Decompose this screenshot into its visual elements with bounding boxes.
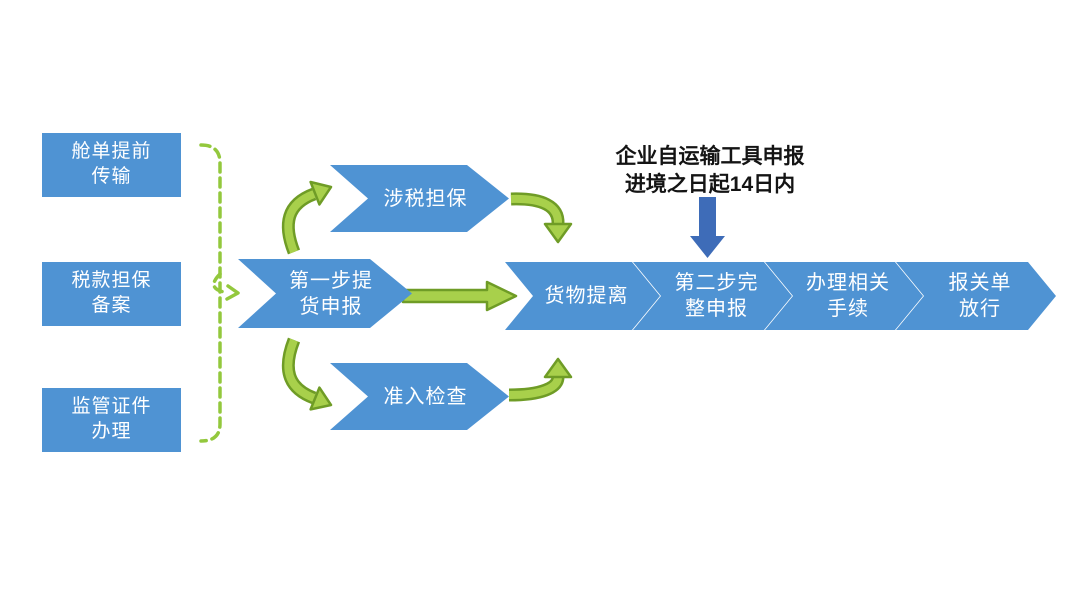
dashed-brace-pointer (212, 272, 226, 294)
blue-down-arrow (690, 197, 725, 258)
curved-arrow-right-down-head-icon (543, 222, 573, 244)
curved-arrow-right-up-fill (508, 376, 562, 399)
dashed-brace-arrowhead-icon (225, 284, 240, 301)
curved-arrow-up-head-icon (309, 180, 333, 206)
curved-arrow-right-up-head-icon (543, 357, 573, 379)
curved-arrow-right-down-fill (510, 194, 562, 225)
curved-arrow-down-fill (284, 338, 316, 402)
box-regulatory-certificates: 监管证件 办理 (42, 388, 181, 452)
annotation-14-days: 企业自运输工具申报 进境之日起14日内 (615, 145, 805, 196)
curved-arrow-up-fill (284, 190, 316, 254)
box-manifest-advance-transmission: 舱单提前 传输 (42, 133, 181, 197)
straight-arrow-right (401, 280, 518, 312)
chevron-step1-pickup-declaration: 第一步提 货申报 (238, 259, 412, 328)
box-tax-guarantee-filing: 税款担保 备案 (42, 262, 181, 326)
curved-arrow-down-head-icon (309, 386, 333, 411)
dashed-brace (199, 143, 222, 443)
